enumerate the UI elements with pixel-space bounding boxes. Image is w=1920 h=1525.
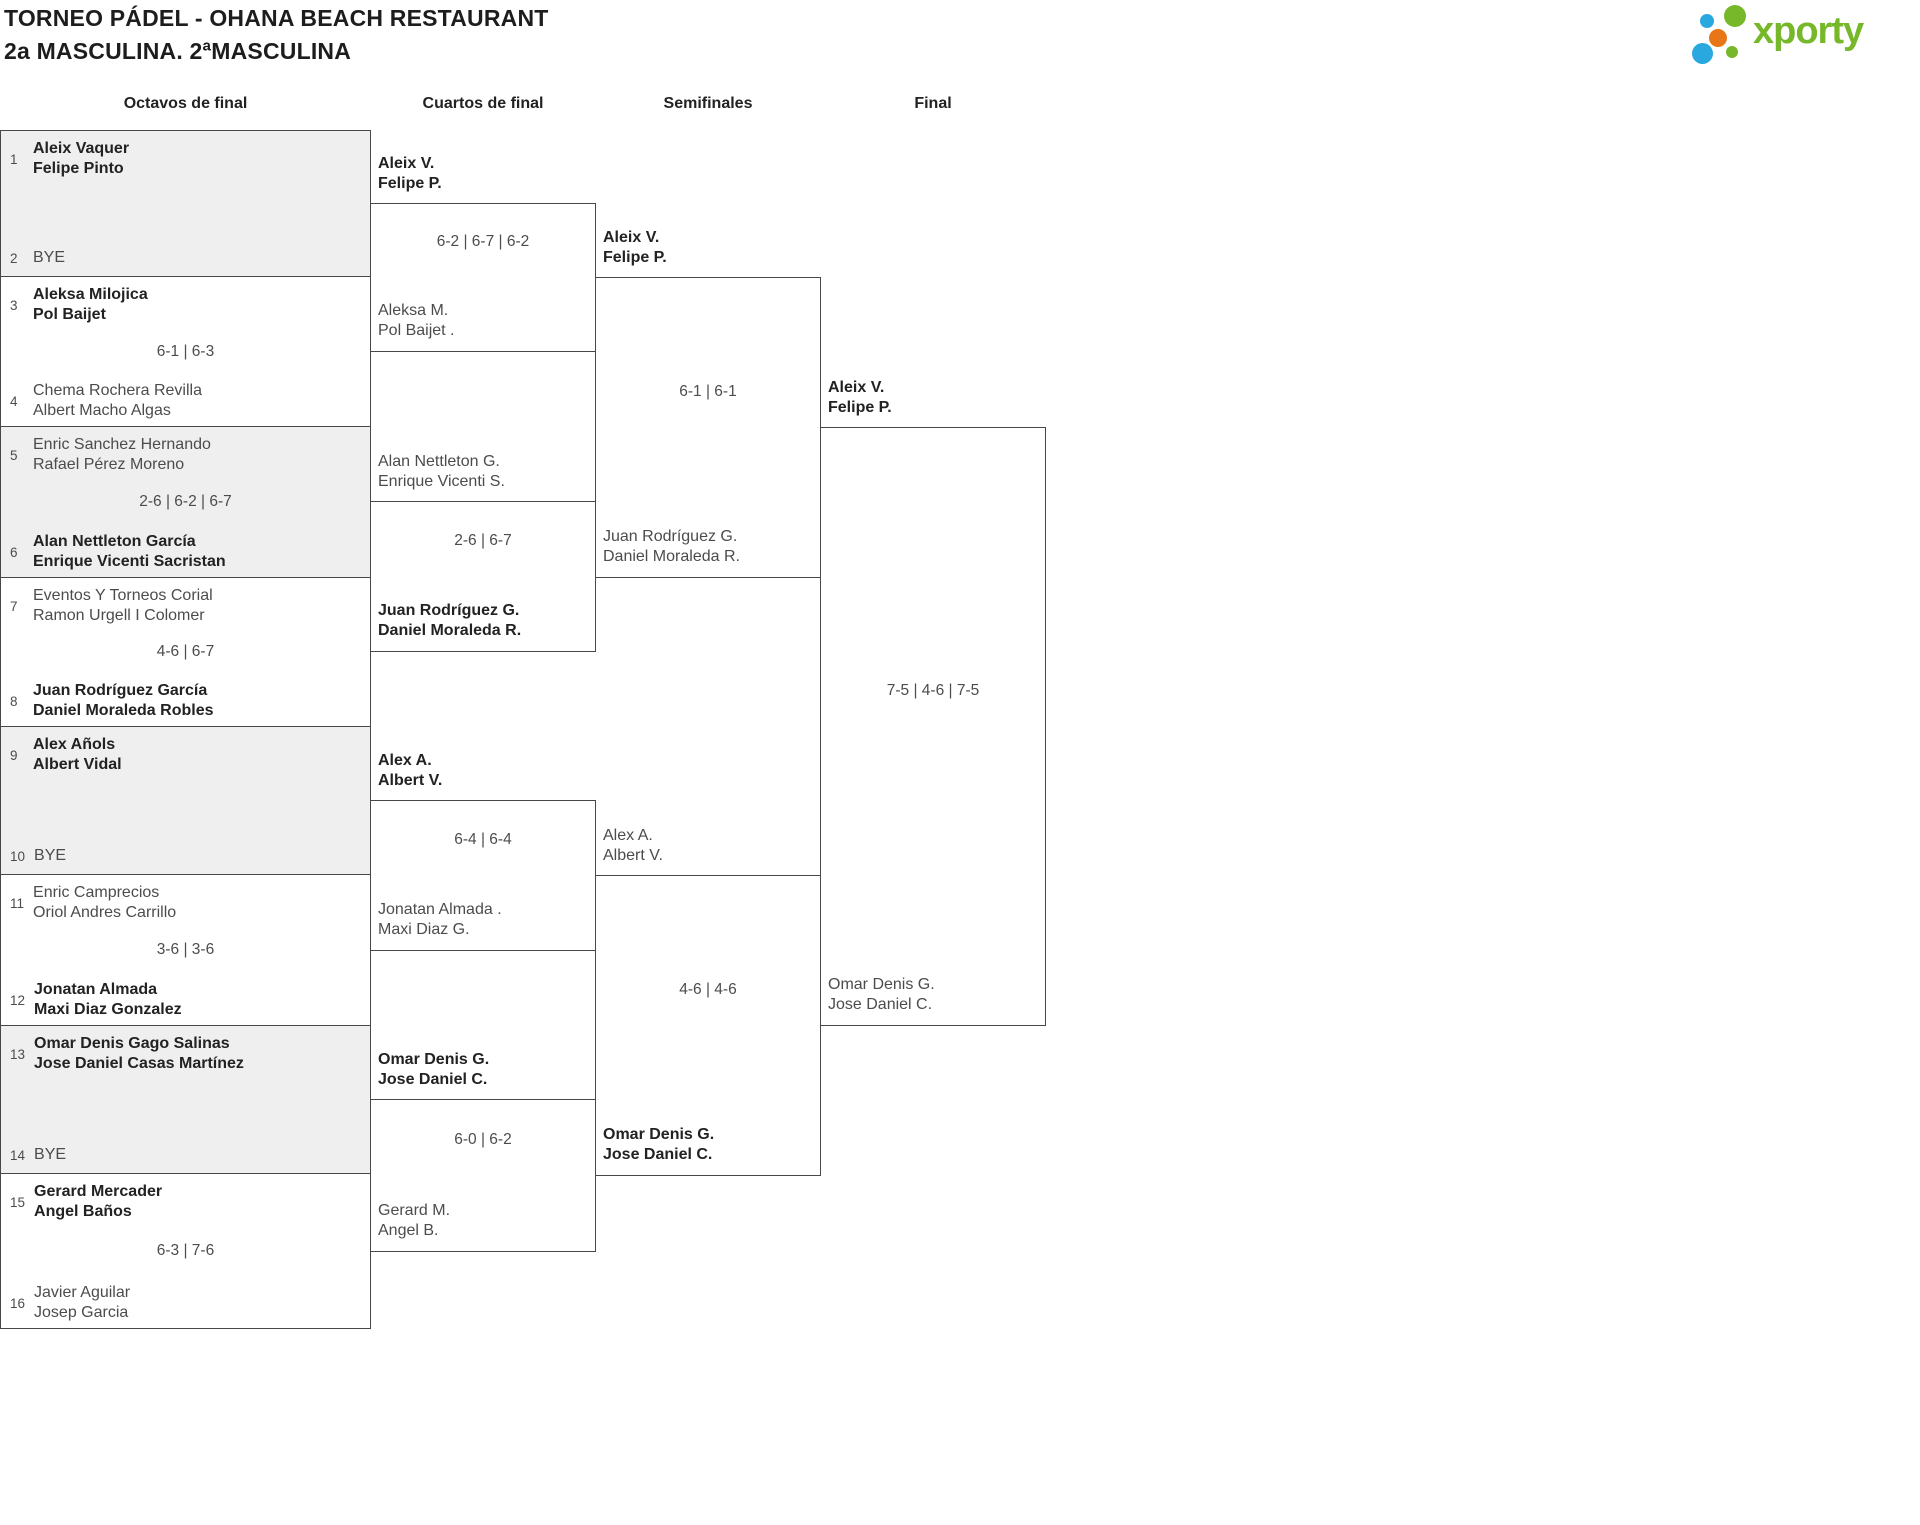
- team-name: Alex A.Albert V.: [378, 752, 443, 789]
- page-title: TORNEO PÁDEL - OHANA BEACH RESTAURANT: [4, 5, 549, 31]
- match-score: 4-6 | 6-7: [156, 643, 215, 660]
- seed: 14: [10, 1147, 26, 1163]
- team-name: Omar Denis G.Jose Daniel C.: [378, 1051, 490, 1088]
- seed: 12: [10, 992, 26, 1008]
- match-score: 6-3 | 7-6: [156, 1242, 215, 1259]
- logo-dot-icon: [1709, 29, 1727, 47]
- match-score: 2-6 | 6-7: [454, 532, 512, 549]
- seed: 13: [10, 1046, 26, 1062]
- team-name: Aleix V.Felipe P.: [603, 229, 667, 266]
- logo-dot-icon: [1700, 14, 1714, 28]
- match-score: 2-6 | 6-2 | 6-7: [139, 493, 232, 510]
- match-sf-2: Alex A.Albert V. 4-6 | 4-6 Omar Denis G.…: [595, 827, 821, 1176]
- match-score: 6-0 | 6-2: [454, 1131, 512, 1148]
- team-name: Aleix V.Felipe P.: [828, 379, 892, 416]
- logo-dot-icon: [1726, 46, 1738, 58]
- seed: 5: [10, 447, 18, 463]
- logo-wordmark: xporty: [1753, 10, 1864, 52]
- seed: 2: [10, 250, 18, 266]
- header: TORNEO PÁDEL - OHANA BEACH RESTAURANT 2a…: [4, 2, 549, 68]
- match-score: 6-1 | 6-3: [156, 342, 215, 360]
- match-qf-1: Aleix V.Felipe P. 6-2 | 6-7 | 6-2 Aleksa…: [370, 155, 596, 352]
- seed: 16: [10, 1295, 26, 1311]
- seed: 1: [10, 151, 18, 167]
- seed: 3: [10, 297, 18, 313]
- logo-dot-icon: [1692, 43, 1713, 64]
- match-score: 6-4 | 6-4: [454, 831, 512, 848]
- match-qf-4: Omar Denis G.Jose Daniel C. 6-0 | 6-2 Ge…: [370, 1051, 596, 1252]
- match-score: 7-5 | 4-6 | 7-5: [886, 682, 980, 699]
- match-final: Aleix V.Felipe P. 7-5 | 4-6 | 7-5 Omar D…: [820, 379, 1046, 1026]
- seed: 4: [10, 393, 18, 409]
- logo-dot-icon: [1724, 5, 1746, 27]
- match-sf-1: Aleix V.Felipe P. 6-1 | 6-1 Juan Rodrígu…: [595, 229, 821, 578]
- team-name: Aleix V.Felipe P.: [378, 155, 442, 192]
- page-subtitle: 2a MASCULINA. 2ªMASCULINA: [4, 38, 352, 64]
- team-name: Gerard M.Angel B.: [378, 1202, 451, 1239]
- round-header-octavos: Octavos de final: [123, 95, 248, 112]
- team-name: Aleksa M.Pol Baijet .: [378, 302, 455, 339]
- match-score: 3-6 | 3-6: [156, 941, 215, 958]
- team-name: Alex A.Albert V.: [603, 827, 663, 864]
- seed: 9: [10, 747, 18, 763]
- team-name: Omar Denis G.Jose Daniel C.: [603, 1126, 715, 1163]
- match-score: 4-6 | 4-6: [679, 981, 737, 998]
- round-header-semifinales: Semifinales: [663, 95, 753, 112]
- team-name: BYE: [34, 1146, 67, 1163]
- seed: 7: [10, 598, 18, 614]
- match-qf-2: Alan Nettleton G.Enrique Vicenti S. 2-6 …: [370, 453, 596, 652]
- round-header-final: Final: [914, 95, 952, 112]
- seed: 11: [10, 895, 25, 911]
- match-qf-3: Alex A.Albert V. 6-4 | 6-4 Jonatan Almad…: [370, 752, 596, 951]
- team-name: BYE: [33, 249, 66, 266]
- seed: 15: [10, 1194, 26, 1210]
- team-name: Jonatan Almada .Maxi Diaz G.: [378, 901, 502, 938]
- team-name: Omar Denis G.Jose Daniel C.: [828, 976, 935, 1013]
- match-score: 6-2 | 6-7 | 6-2: [436, 233, 530, 250]
- team-name: BYE: [34, 847, 67, 864]
- team-name: Alan Nettleton G.Enrique Vicenti S.: [378, 453, 505, 490]
- round-header-cuartos: Cuartos de final: [422, 95, 544, 112]
- seed: 10: [10, 848, 26, 864]
- seed: 6: [10, 544, 18, 560]
- team-name: Juan Rodríguez G.Daniel Moraleda R.: [603, 528, 740, 565]
- match-score: 6-1 | 6-1: [679, 383, 737, 400]
- team-name: Juan Rodríguez G.Daniel Moraleda R.: [378, 602, 522, 639]
- seed: 8: [10, 693, 18, 709]
